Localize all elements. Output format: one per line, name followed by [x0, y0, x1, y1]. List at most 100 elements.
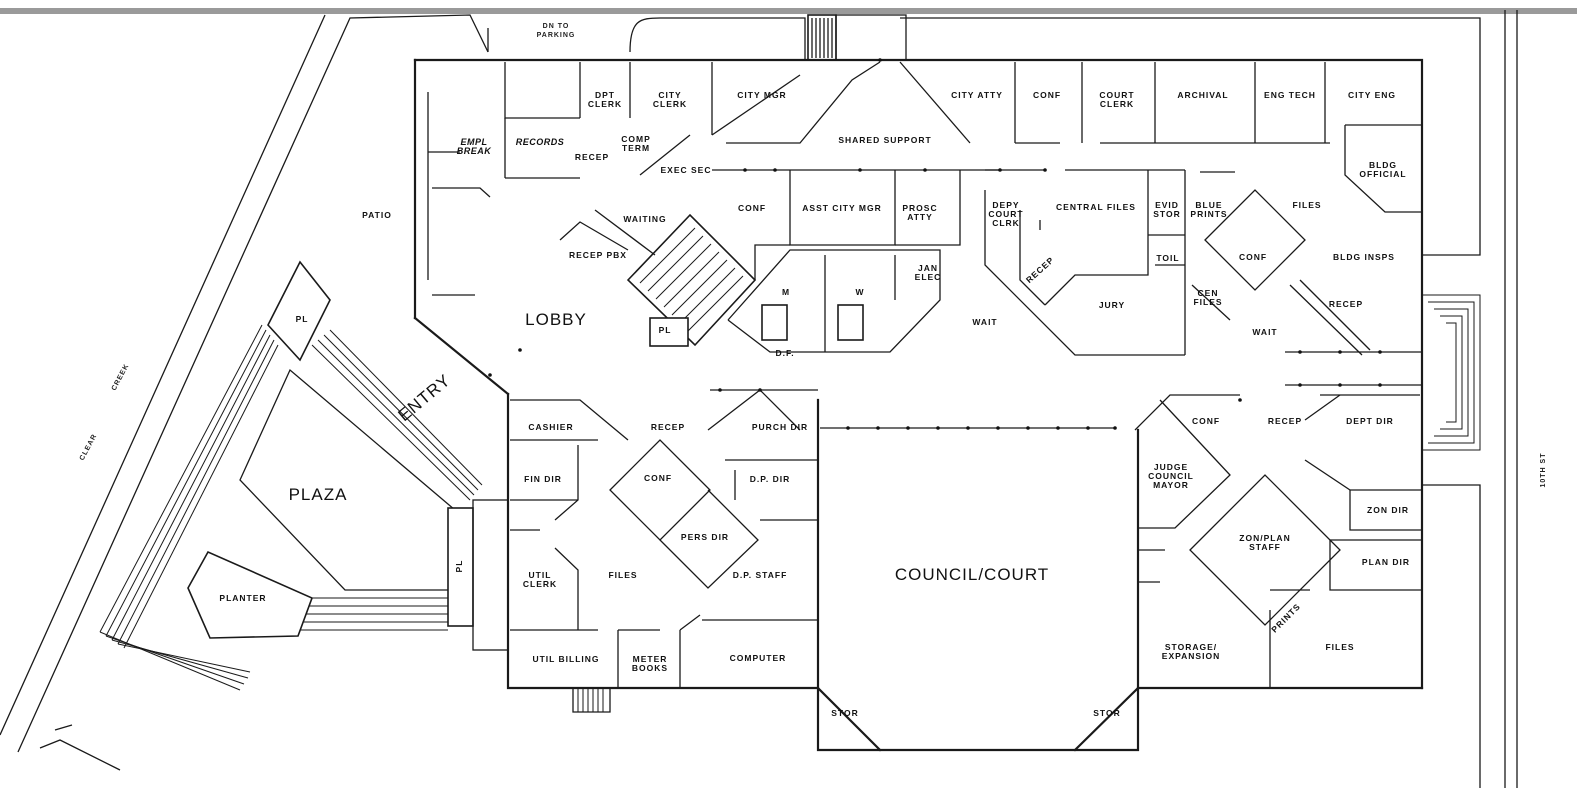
entry-label: ENTRY: [394, 370, 454, 425]
wait-ne-label: WAIT: [1252, 327, 1277, 337]
court-clerk-line1: COURT: [1099, 90, 1134, 100]
conf-ne-label: CONF: [1239, 252, 1267, 262]
dn-to-parking-line2: PARKING: [537, 32, 576, 39]
city-eng-label: CITY ENG: [1348, 90, 1396, 100]
dn-to-parking-line1: DN TO: [543, 23, 570, 30]
city-atty-label: CITY ATTY: [951, 90, 1003, 100]
building-walls: [413, 58, 1424, 752]
util-clerk-line1: UTIL: [529, 570, 552, 580]
conf-top-label: CONF: [1033, 90, 1061, 100]
jan-elec-line2: ELEC: [915, 272, 942, 282]
conf-sw-label: CONF: [644, 473, 672, 483]
patio-label: PATIO: [362, 210, 392, 220]
room-labels: EMPL BREAK RECORDS DPT CLERK CITY CLERK …: [219, 90, 1410, 718]
zon-dir-label: ZON DIR: [1367, 505, 1409, 515]
pl-nw-label: PL: [296, 314, 309, 324]
door-markers: [488, 58, 1382, 430]
comp-term-line1: COMP: [621, 134, 651, 144]
eng-tech-label: ENG TECH: [1264, 90, 1316, 100]
depy-court-clerk-line1: DEPY: [992, 200, 1019, 210]
top-border-band: [0, 8, 1577, 14]
clear-creek-clear: CLEAR: [79, 433, 99, 462]
evid-stor-line1: EVID: [1155, 200, 1179, 210]
dpt-clerk-line1: DPT: [595, 90, 615, 100]
dp-staff-label: D.P. STAFF: [733, 570, 788, 580]
meter-books-line2: BOOKS: [632, 663, 668, 673]
recep-court-label: RECEP: [1024, 255, 1056, 285]
city-clerk-line1: CITY: [658, 90, 681, 100]
empl-break-line2: BREAK: [457, 146, 493, 156]
judge-council-mayor-line3: MAYOR: [1153, 480, 1189, 490]
wait-mid-label: WAIT: [972, 317, 997, 327]
men-restroom-label: M: [782, 287, 790, 297]
bldg-insps-label: BLDG INSPS: [1333, 252, 1395, 262]
exec-sec-label: EXEC SEC: [661, 165, 712, 175]
util-clerk-line2: CLERK: [523, 579, 557, 589]
recep-sw-label: RECEP: [651, 422, 685, 432]
council-court-label: COUNCIL/COURT: [895, 565, 1049, 584]
zon-plan-staff-line2: STAFF: [1249, 542, 1281, 552]
site-exterior: [0, 10, 1518, 788]
central-files-label: CENTRAL FILES: [1056, 202, 1136, 212]
shared-support-label: SHARED SUPPORT: [838, 135, 931, 145]
cen-files-line2: FILES: [1193, 297, 1222, 307]
dpt-clerk-line2: CLERK: [588, 99, 622, 109]
lobby-label: LOBBY: [525, 310, 587, 329]
evid-stor-line2: STOR: [1153, 209, 1180, 219]
toil-label: TOIL: [1156, 253, 1179, 263]
purch-dir-label: PURCH DIR: [752, 422, 808, 432]
cashier-label: CASHIER: [528, 422, 573, 432]
women-restroom-label: W: [855, 287, 864, 297]
asst-city-mgr-label: ASST CITY MGR: [802, 203, 881, 213]
pl-stair-label: PL: [659, 325, 672, 335]
dp-dir-label: D.P. DIR: [750, 474, 790, 484]
depy-court-clerk-line2: COURT: [988, 209, 1023, 219]
exterior-labels: DN TO PARKING CLEAR CREEK 10TH ST: [79, 23, 1547, 488]
pers-dir-label: PERS DIR: [681, 532, 729, 542]
planter-label: PLANTER: [219, 593, 266, 603]
recep-pbx-label: RECEP PBX: [569, 250, 627, 260]
storage-expansion-line1: STORAGE/: [1165, 642, 1217, 652]
prosc-atty-line2: ATTY: [907, 212, 933, 222]
comp-term-line2: TERM: [622, 143, 650, 153]
judge-council-mayor-line1: JUDGE: [1154, 462, 1188, 472]
storage-expansion-line2: EXPANSION: [1162, 651, 1220, 661]
recep-nw-label: RECEP: [575, 152, 609, 162]
bldg-official-line1: BLDG: [1369, 160, 1397, 170]
stor-w-label: STOR: [831, 708, 858, 718]
large-labels: LOBBY ENTRY PLAZA COUNCIL/COURT: [289, 310, 1049, 584]
court-clerk-line2: CLERK: [1100, 99, 1134, 109]
city-mgr-label: CITY MGR: [737, 90, 786, 100]
files-sw-label: FILES: [608, 570, 637, 580]
bldg-official-line2: OFFICIAL: [1359, 169, 1406, 179]
depy-court-clerk-line3: CLRK: [992, 218, 1020, 228]
dept-dir-label: DEPT DIR: [1346, 416, 1394, 426]
archival-label: ARCHIVAL: [1177, 90, 1228, 100]
plan-dir-label: PLAN DIR: [1362, 557, 1410, 567]
meter-books-line1: METER: [633, 654, 668, 664]
street-tenth: 10TH ST: [1540, 452, 1547, 487]
pl-plaza-label: PL: [454, 560, 464, 573]
fin-dir-label: FIN DIR: [524, 474, 562, 484]
jan-elec-line1: JAN: [918, 263, 938, 273]
stor-e-label: STOR: [1093, 708, 1120, 718]
city-clerk-line2: CLERK: [653, 99, 687, 109]
files-se-label: FILES: [1325, 642, 1354, 652]
records-label: RECORDS: [516, 137, 565, 147]
jury-label: JURY: [1099, 300, 1125, 310]
recep-se-label: RECEP: [1268, 416, 1302, 426]
plaza-label: PLAZA: [289, 485, 348, 504]
blue-prints-line2: PRINTS: [1190, 209, 1227, 219]
conf-mid-label: CONF: [738, 203, 766, 213]
blue-prints-line1: BLUE: [1195, 200, 1222, 210]
prints-label: PRINTS: [1269, 601, 1302, 634]
files-ne-label: FILES: [1292, 200, 1321, 210]
cen-files-line1: CEN: [1198, 288, 1219, 298]
empl-break-line1: EMPL: [460, 137, 487, 147]
interior-partitions: [427, 61, 1422, 688]
util-billing-label: UTIL BILLING: [532, 654, 599, 664]
conf-se-label: CONF: [1192, 416, 1220, 426]
zon-plan-staff-line1: ZON/PLAN: [1239, 533, 1290, 543]
prosc-atty-line1: PROSC: [902, 203, 937, 213]
